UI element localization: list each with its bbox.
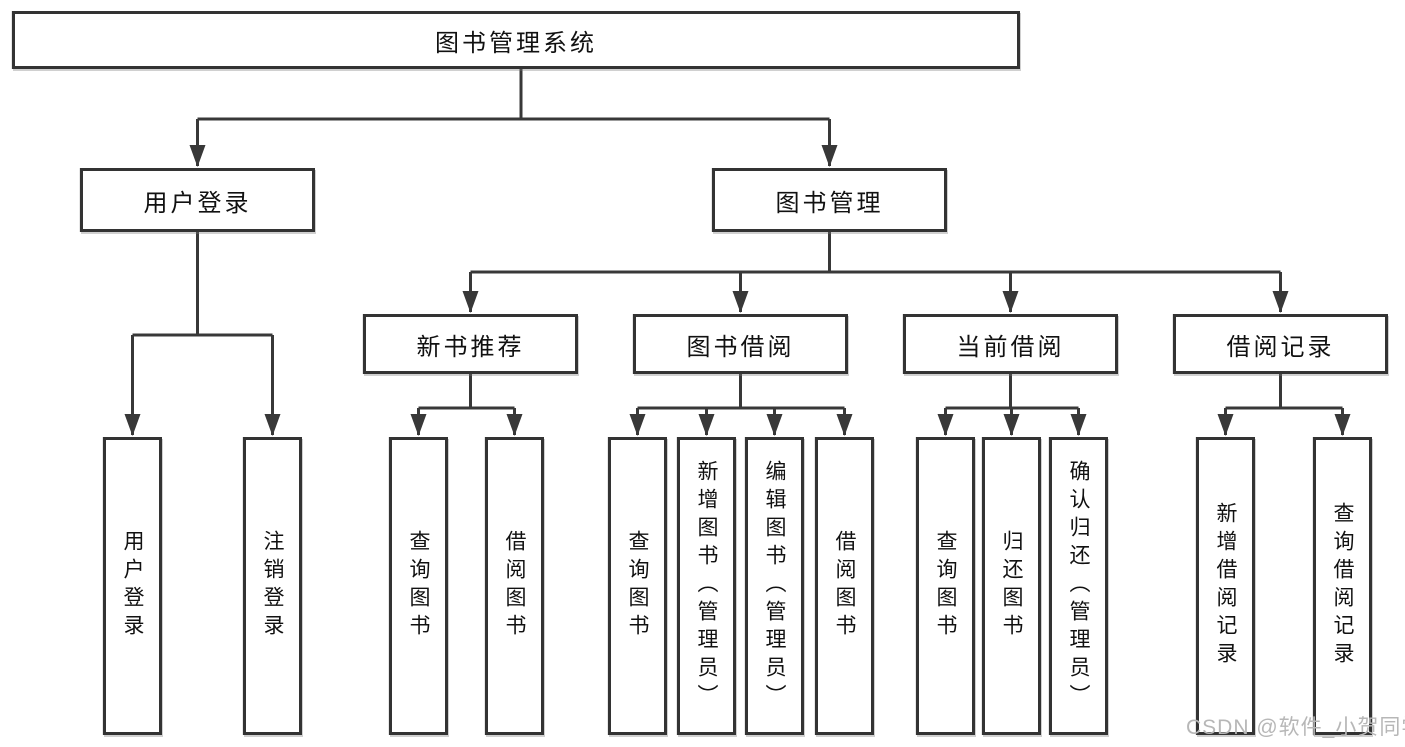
connector-root-rail (197, 69, 830, 121)
connector-book-management-rail (470, 232, 1281, 274)
leaf-user-login: 用户登录 (103, 437, 162, 735)
node-root: 图书管理系统 (12, 11, 1020, 69)
leaf-borrow-borrow-books: 借阅图书 (815, 437, 874, 735)
connector-book-borrow-rail (637, 374, 845, 410)
node-borrow-records: 借阅记录 (1173, 314, 1388, 374)
leaf-borrow-add-books-admin: 新增图书（管理员） (677, 437, 736, 735)
node-new-book-recommend: 新书推荐 (363, 314, 578, 374)
leaf-current-return-books: 归还图书 (982, 437, 1041, 735)
leaf-logout: 注销登录 (243, 437, 302, 735)
csdn-watermark: CSDN @软件_小贺同学 (1186, 716, 1405, 739)
connector-user-login-rail (132, 232, 273, 337)
connector-current-borrow-rail (945, 374, 1079, 410)
leaf-borrow-query-books: 查询图书 (608, 437, 667, 735)
leaf-borrow-edit-books-admin: 编辑图书（管理员） (745, 437, 804, 735)
node-user-login: 用户登录 (80, 168, 315, 232)
connector-new-book-rail (418, 374, 515, 410)
leaf-newbook-query-books: 查询图书 (389, 437, 448, 735)
leaf-records-add-record: 新增借阅记录 (1196, 437, 1255, 735)
node-book-borrow: 图书借阅 (633, 314, 848, 374)
leaf-records-query-record: 查询借阅记录 (1313, 437, 1372, 735)
leaf-current-confirm-return-admin: 确认归还（管理员） (1049, 437, 1108, 735)
node-current-borrow: 当前借阅 (903, 314, 1118, 374)
leaf-current-query-books: 查询图书 (916, 437, 975, 735)
node-book-management: 图书管理 (712, 168, 947, 232)
leaf-newbook-borrow-books: 借阅图书 (485, 437, 544, 735)
connector-borrow-records-rail (1225, 374, 1343, 410)
